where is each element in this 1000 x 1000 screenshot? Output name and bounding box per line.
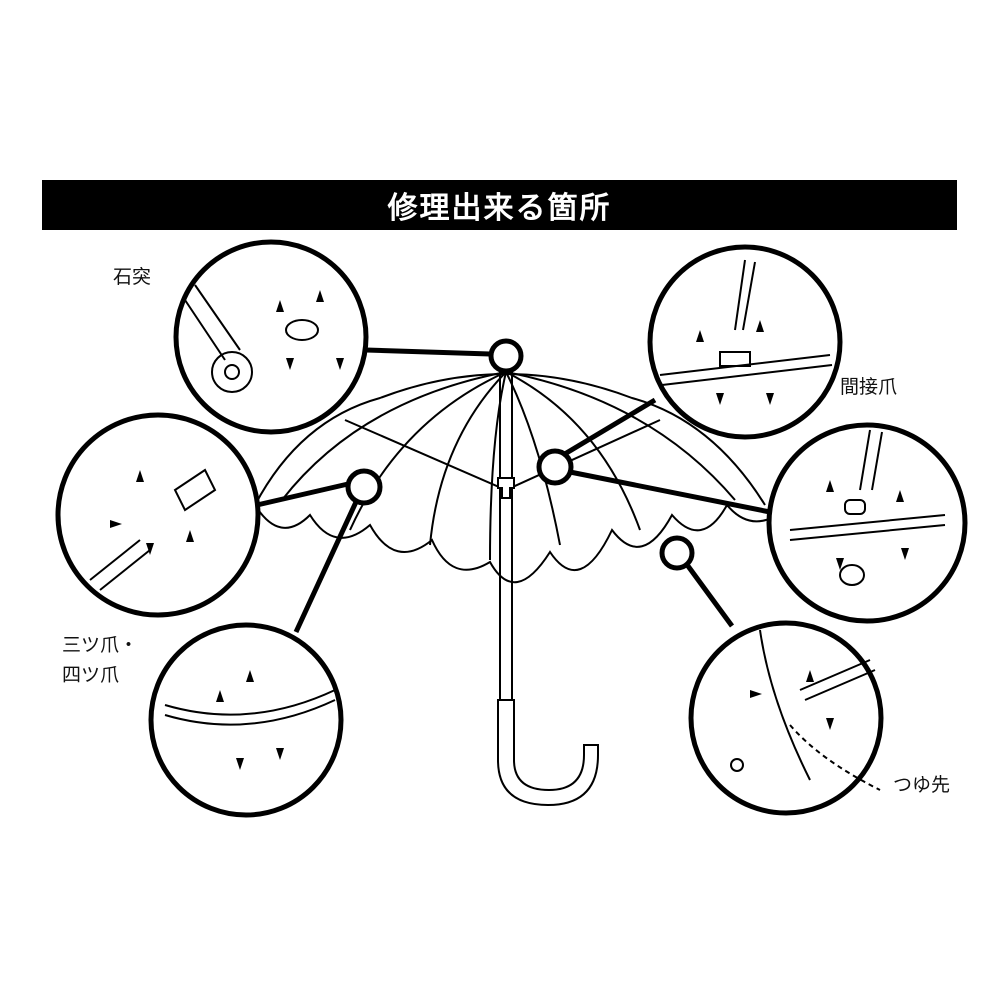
umbrella-canopy: [254, 371, 786, 700]
label-joint-claw: 間接爪: [840, 376, 898, 398]
repair-point-markers: [345, 338, 695, 571]
umbrella-handle: [497, 699, 599, 807]
title-banner: 修理出来る箇所: [42, 180, 957, 230]
label-ferrule: 石突: [113, 266, 152, 288]
detail-circles: [55, 239, 968, 818]
detail-rib-left: [55, 412, 261, 618]
detail-joint-claw: [647, 244, 843, 440]
detail-ferrule: [173, 239, 369, 435]
detail-sketches: [89, 259, 946, 791]
detail-claw: [148, 622, 344, 818]
connector-lines: [256, 347, 771, 634]
label-tip: つゆ先: [893, 774, 951, 796]
detail-tip: [688, 620, 884, 816]
label-claw-line2: 四ツ爪: [62, 664, 120, 686]
label-claw-line1: 三ツ爪・: [62, 634, 139, 656]
